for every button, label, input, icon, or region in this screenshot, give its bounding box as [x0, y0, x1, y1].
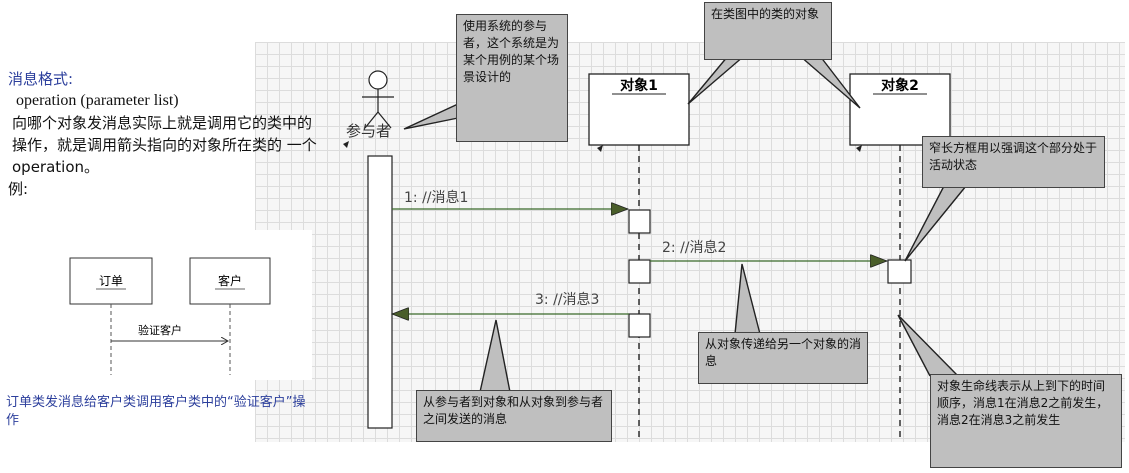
format-description: 向哪个对象发消息实际上就是调用它的类中的操作，就是调用箭头指向的对象所在类的 一…: [12, 114, 317, 176]
example-object-a-box: [69, 257, 153, 305]
object1-activation-2: [628, 259, 651, 284]
object1-activation-3: [628, 313, 651, 338]
actor-note-callout: 使用系统的参与者，这个系统是为某个用例的某个场景设计的: [456, 14, 568, 142]
message-3-label: 3: //消息3: [535, 291, 599, 308]
format-operation: operation (parameter list): [16, 92, 179, 109]
callout-pointers: [403, 55, 967, 393]
object2-activation: [887, 259, 912, 284]
example-object-b-label: 客户: [218, 273, 242, 288]
object-message-note-callout: 从对象传递给另一个对象的消息: [698, 332, 868, 384]
actor-marker-icon: [343, 141, 349, 148]
object1-marker-icon: [597, 145, 603, 152]
message-2-label: 2: //消息2: [662, 239, 726, 256]
activation-note-callout: 窄长方框用以强调这个部分处于活动状态: [922, 136, 1105, 188]
example-diagram-svg: 订单 客户 验证客户: [69, 257, 271, 375]
actor-icon: [362, 70, 394, 129]
actor-message-note-callout: 从参与者到对象和从对象到参与者之间发送的消息: [416, 390, 612, 442]
object1-label: 对象1: [620, 77, 658, 94]
diagram-grid-background: [255, 42, 1125, 442]
object1-box: [588, 73, 690, 146]
object2-label: 对象2: [881, 77, 919, 94]
example-object-a-label: 订单: [99, 274, 123, 288]
object2-box: [849, 73, 951, 146]
example-message-label: 验证客户: [138, 323, 182, 337]
message-1-label: 1: //消息1: [404, 189, 468, 206]
example-caption: 订单类发消息给客户类调用客户类中的“验证客户”操作: [6, 395, 306, 428]
object2-marker-icon: [856, 145, 862, 152]
message-format-section: 消息格式: operation (parameter list) 向哪个对象发消…: [8, 68, 318, 200]
format-heading: 消息格式:: [8, 70, 74, 88]
actor-label: 参与者: [346, 122, 391, 140]
actor-activation-bar: [367, 155, 393, 429]
class-note-callout: 在类图中的类的对象: [704, 2, 832, 60]
example-diagram: 订单 客户 验证客户: [62, 230, 312, 380]
example-label: 例:: [8, 180, 29, 198]
object1-activation-1: [628, 209, 651, 234]
lifeline-note-callout: 对象生命线表示从上到下的时间顺序，消息1在消息2之前发生，消息2在消息3之前发生: [930, 374, 1122, 468]
